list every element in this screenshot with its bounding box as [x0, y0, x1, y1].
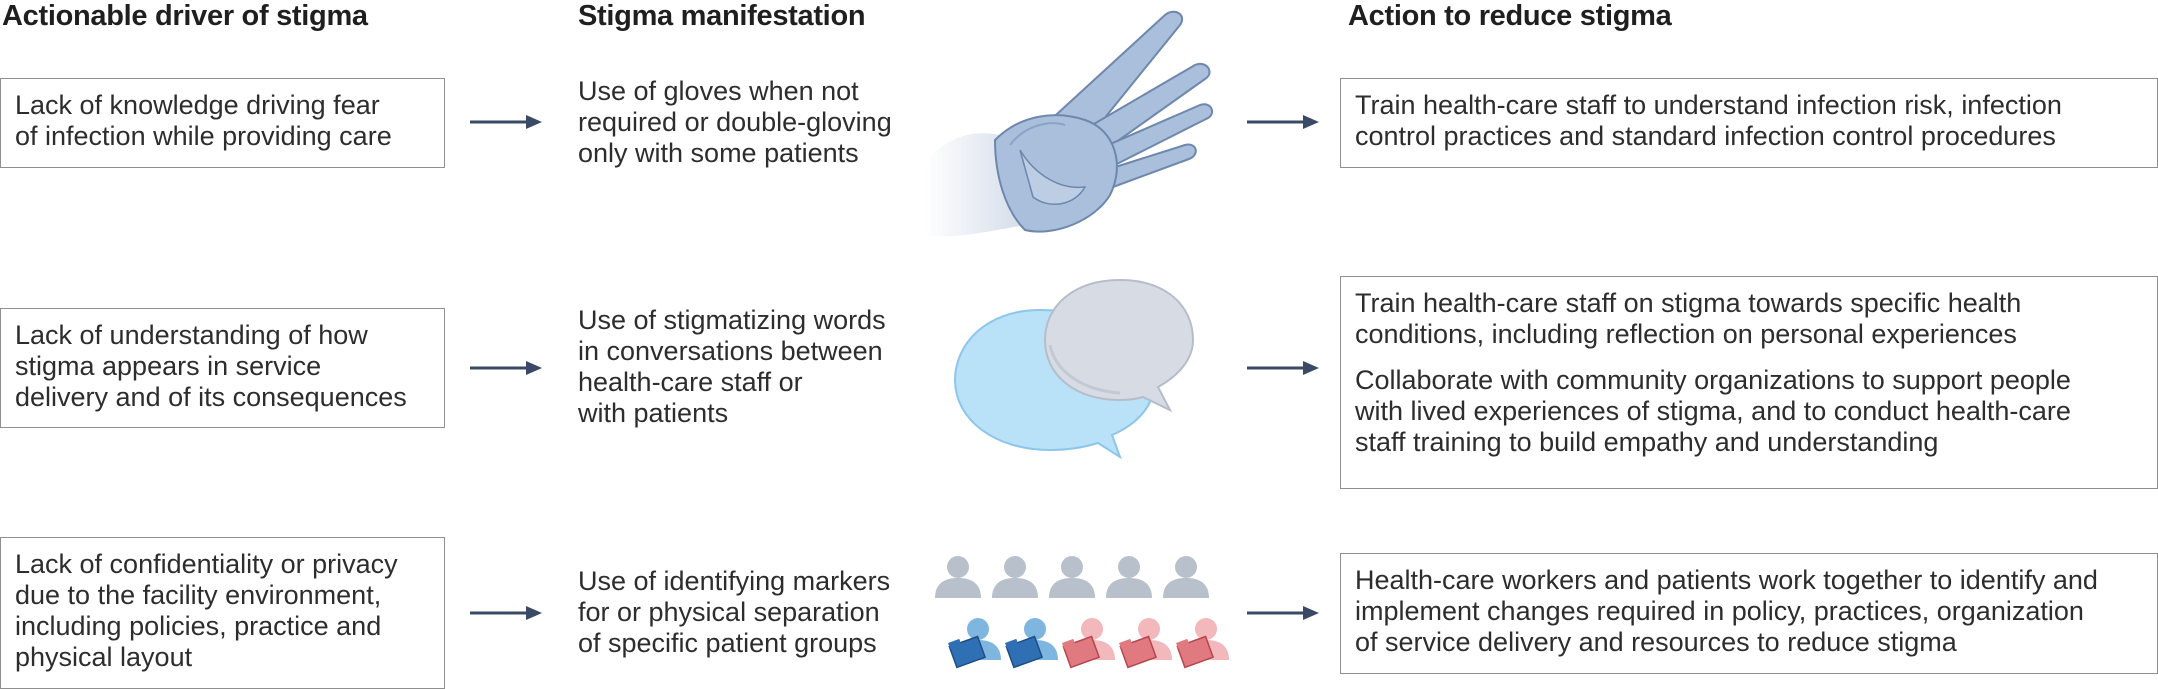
manifestation-words: Use of stigmatizing words in conversatio… — [578, 305, 886, 429]
driver-text: delivery and of its consequences — [15, 382, 407, 412]
manifestation-text: Use of gloves when not — [578, 76, 859, 106]
action-paragraph: Train health-care staff on stigma toward… — [1355, 288, 2143, 350]
arrow-icon — [470, 115, 542, 129]
manifestation-text: of specific patient groups — [578, 628, 877, 658]
arrow-icon — [1247, 606, 1319, 620]
arrow-icon — [470, 606, 542, 620]
action-text: Train health-care staff to understand in… — [1355, 90, 2062, 120]
action-box-collaboration: Health-care workers and patients work to… — [1340, 553, 2158, 674]
person-with-folder-icon — [1176, 618, 1229, 669]
glove-icon — [925, 10, 1214, 237]
driver-box-knowledge: Lack of knowledge driving fear of infect… — [0, 78, 445, 168]
action-text: Health-care workers and patients work to… — [1355, 565, 2098, 595]
manifestation-text: in conversations between — [578, 336, 883, 366]
arrow-icon — [1247, 115, 1319, 129]
driver-text: stigma appears in service — [15, 351, 322, 381]
manifestation-text: Use of stigmatizing words — [578, 305, 886, 335]
driver-box-confidentiality: Lack of confidentiality or privacy due t… — [0, 537, 445, 689]
person-with-folder-icon — [1062, 618, 1115, 669]
header-action: Action to reduce stigma — [1348, 0, 1672, 32]
manifestation-text: required or double-gloving — [578, 107, 892, 137]
arrow-icon — [1247, 361, 1319, 375]
action-text: Train health-care staff on stigma toward… — [1355, 288, 2022, 318]
manifestation-gloves: Use of gloves when not required or doubl… — [578, 76, 892, 169]
action-paragraph: Health-care workers and patients work to… — [1355, 565, 2143, 658]
header-manifestation: Stigma manifestation — [578, 0, 866, 32]
action-text: staff training to build empathy and unde… — [1355, 427, 1939, 457]
driver-text: Lack of understanding of how — [15, 320, 368, 350]
action-box-training-community: Train health-care staff on stigma toward… — [1340, 276, 2158, 489]
action-text: implement changes required in policy, pr… — [1355, 596, 2084, 626]
manifestation-text: with patients — [578, 398, 729, 428]
driver-text: Lack of knowledge driving fear — [15, 90, 380, 120]
manifestation-text: health-care staff or — [578, 367, 803, 397]
driver-text: Lack of confidentiality or privacy — [15, 549, 398, 579]
manifestation-text: Use of identifying markers — [578, 566, 891, 596]
driver-box-understanding: Lack of understanding of how stigma appe… — [0, 308, 445, 428]
manifestation-markers: Use of identifying markers for or physic… — [578, 566, 890, 659]
action-text: of service delivery and resources to red… — [1355, 627, 1957, 657]
manifestation-text: only with some patients — [578, 138, 859, 168]
speech-bubbles-icon — [953, 278, 1195, 460]
header-driver: Actionable driver of stigma — [2, 0, 368, 32]
person-with-folder-icon — [948, 618, 1001, 669]
driver-text: including policies, practice and — [15, 611, 382, 641]
action-text: control practices and standard infection… — [1355, 121, 2056, 151]
driver-text: due to the facility environment, — [15, 580, 382, 610]
action-paragraph: Collaborate with community organizations… — [1355, 365, 2143, 458]
driver-text: of infection while providing care — [15, 121, 392, 151]
action-paragraph: Train health-care staff to understand in… — [1355, 90, 2143, 152]
person-with-folder-icon — [1005, 618, 1058, 669]
person-with-folder-icon — [1119, 618, 1172, 669]
action-text: Collaborate with community organizations… — [1355, 365, 2071, 395]
arrow-icon — [470, 361, 542, 375]
action-text: with lived experiences of stigma, and to… — [1355, 396, 2071, 426]
driver-text: physical layout — [15, 642, 193, 672]
action-text: conditions, including reflection on pers… — [1355, 319, 2017, 349]
person-icon — [935, 556, 1209, 598]
manifestation-text: for or physical separation — [578, 597, 880, 627]
patient-groups-icon — [935, 556, 1229, 669]
action-box-training-infection: Train health-care staff to understand in… — [1340, 78, 2158, 168]
